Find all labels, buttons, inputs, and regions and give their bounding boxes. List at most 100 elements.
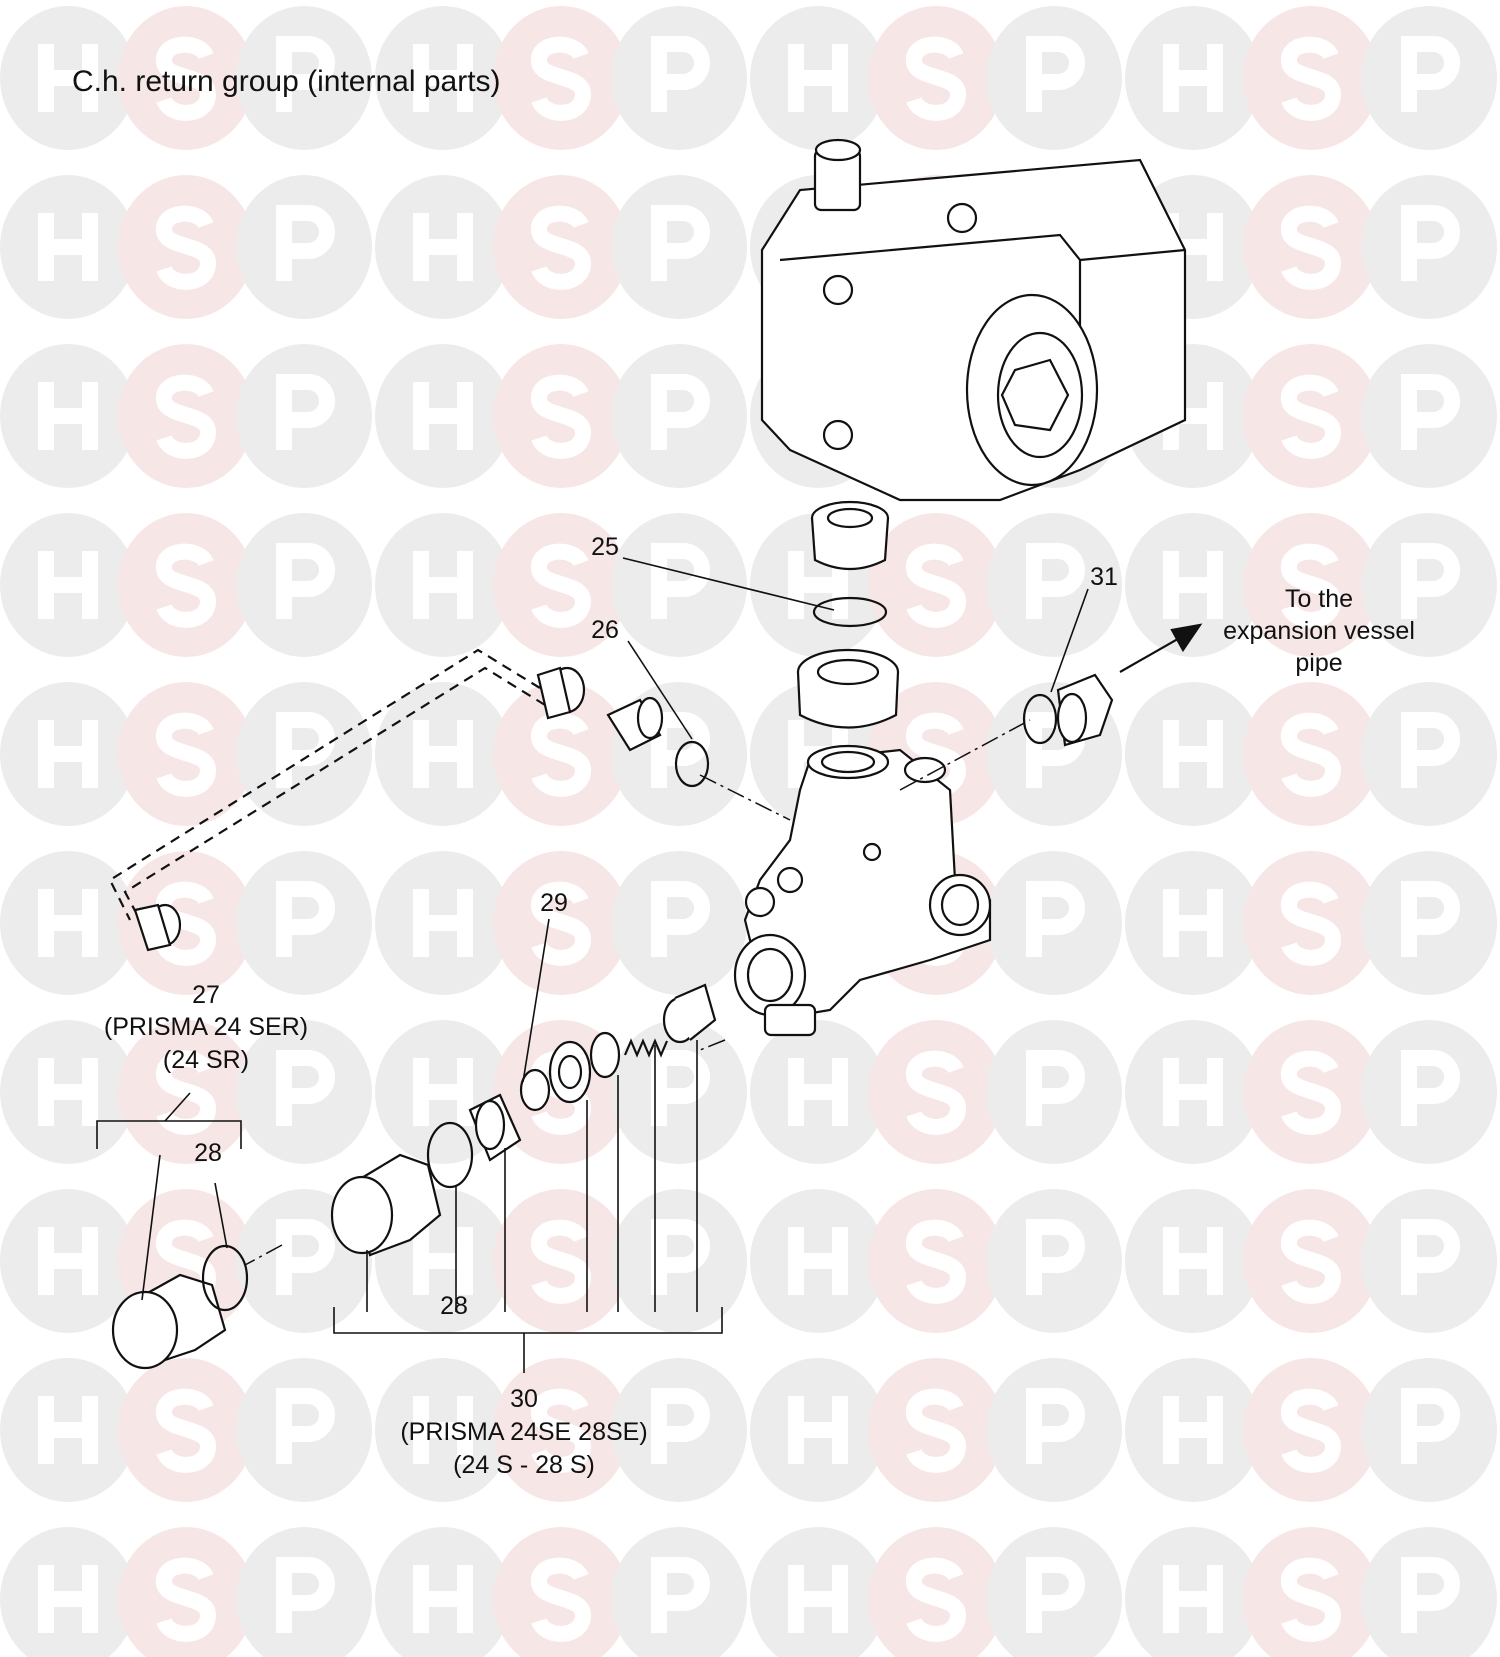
watermark-glyph-p-icon	[276, 36, 335, 112]
watermark-glyph-s-icon	[156, 881, 217, 966]
watermark-glyph-s-icon	[531, 374, 592, 459]
pipe-fittings	[133, 666, 664, 952]
watermark-glyph-p-icon	[1401, 712, 1460, 788]
watermark-glyph-s-icon	[156, 205, 217, 290]
watermark-glyph-h-icon	[1163, 720, 1223, 788]
o-ring-25	[812, 596, 888, 628]
watermark-glyph-h-icon	[788, 1058, 848, 1126]
watermark-glyph-s-icon	[1281, 543, 1342, 628]
watermark-glyph-s-icon	[531, 543, 592, 628]
watermark-glyph-s-icon	[531, 1219, 592, 1304]
return-valve-body	[733, 744, 992, 1037]
watermark-glyph-p-icon	[651, 36, 710, 112]
watermark-glyph-h-icon	[38, 213, 98, 281]
watermark-glyph-h-icon	[788, 1565, 848, 1633]
watermark-glyph-h-icon	[1163, 889, 1223, 957]
watermark-glyph-p-icon	[1401, 205, 1460, 281]
o-ring-26	[674, 740, 710, 788]
spring	[623, 1038, 669, 1058]
watermark-glyph-h-icon	[413, 213, 473, 281]
callout-31: 31	[1090, 563, 1118, 591]
watermark-glyph-s-icon	[156, 543, 217, 628]
callout-27: 27	[192, 981, 220, 1009]
watermark-glyph-p-icon	[1026, 881, 1085, 957]
watermark-glyph-p-icon	[651, 205, 710, 281]
o-ring-31	[1022, 693, 1058, 745]
watermark-glyph-s-icon	[1281, 881, 1342, 966]
callout-30: 30	[510, 1385, 538, 1413]
watermark-glyph-s-icon	[531, 1388, 592, 1473]
watermark-glyph-p-icon	[276, 1388, 335, 1464]
watermark-glyph-h-icon	[413, 44, 473, 112]
watermark-glyph-p-icon	[1026, 543, 1085, 619]
watermark-glyph-p-icon	[651, 374, 710, 450]
plug-30	[330, 1153, 442, 1257]
expansion-note-line1: To the	[1284, 585, 1354, 613]
watermark-glyph-h-icon	[413, 1396, 473, 1464]
watermark-glyph-s-icon	[1281, 1388, 1342, 1473]
watermark-glyph-s-icon	[1281, 1050, 1342, 1135]
watermark-glyph-s-icon	[906, 1388, 967, 1473]
watermark-glyph-s-icon	[1281, 374, 1342, 459]
plug-fitting-top	[810, 500, 890, 570]
watermark-glyph-p-icon	[276, 374, 335, 450]
leader-lines	[96, 557, 1089, 1373]
watermark-glyph-s-icon	[156, 36, 217, 121]
callout-30-model: (PRISMA 24SE 28SE)	[400, 1418, 648, 1446]
watermark-glyph-p-icon	[651, 712, 710, 788]
watermark-glyph-s-icon	[156, 1557, 217, 1642]
page-title: C.h. return group (internal parts)	[72, 65, 501, 98]
watermark-glyph-h-icon	[38, 889, 98, 957]
watermark-glyph-h-icon	[38, 720, 98, 788]
watermark-glyph-h-icon	[38, 1227, 98, 1295]
watermark-glyph-s-icon	[906, 543, 967, 628]
watermark-glyph-h-icon	[1163, 1227, 1223, 1295]
watermark-glyph-p-icon	[276, 205, 335, 281]
watermark-glyph-s-icon	[906, 36, 967, 121]
valve-cage	[662, 983, 717, 1044]
watermark-glyph-p-icon	[1401, 374, 1460, 450]
watermark-glyph-h-icon	[413, 720, 473, 788]
callout-27-variant: (24 SR)	[162, 1046, 250, 1074]
watermark-glyph-h-icon	[788, 1227, 848, 1295]
watermark-glyph-s-icon	[906, 1219, 967, 1304]
watermark-glyph-s-icon	[1281, 1557, 1342, 1642]
watermark-glyph-s-icon	[531, 881, 592, 966]
watermark-glyph-s-icon	[156, 712, 217, 797]
pump-body	[760, 138, 1187, 502]
watermark-glyph-h-icon	[413, 382, 473, 450]
watermark-glyph-p-icon	[276, 881, 335, 957]
watermark-glyph-h-icon	[1163, 1396, 1223, 1464]
watermark-glyph-h-icon	[413, 551, 473, 619]
watermark-glyph-h-icon	[413, 1058, 473, 1126]
watermark-glyph-p-icon	[276, 543, 335, 619]
watermark-glyph-p-icon	[276, 1557, 335, 1633]
watermark-circle	[611, 1527, 747, 1657]
valve-cap	[589, 1031, 621, 1079]
expansion-fitting	[1056, 673, 1114, 747]
watermark-glyph-s-icon	[531, 36, 592, 121]
callout-25: 25	[591, 533, 619, 561]
watermark-circle	[236, 1527, 372, 1657]
watermark-glyph-s-icon	[1281, 1219, 1342, 1304]
watermark-glyph-p-icon	[1401, 543, 1460, 619]
watermark-glyph-p-icon	[651, 1557, 710, 1633]
watermark-glyph-p-icon	[1026, 1388, 1085, 1464]
expansion-note-line3: pipe	[1295, 649, 1343, 677]
expansion-note-line2: expansion vessel	[1223, 617, 1415, 645]
watermark-glyph-h-icon	[413, 889, 473, 957]
watermark-glyph-p-icon	[651, 1050, 710, 1126]
callout-28-left: 28	[194, 1139, 222, 1167]
callout-30-variant: (24 S - 28 S)	[453, 1451, 595, 1479]
watermark-glyph-p-icon	[1401, 1557, 1460, 1633]
watermark-glyph-p-icon	[1026, 36, 1085, 112]
watermark-glyph-s-icon	[1281, 712, 1342, 797]
watermark-glyph-p-icon	[651, 1388, 710, 1464]
watermark-glyph-h-icon	[788, 44, 848, 112]
watermark-glyph-p-icon	[276, 712, 335, 788]
watermark-glyph-s-icon	[1281, 36, 1342, 121]
callout-28-mid: 28	[440, 1292, 468, 1320]
watermark-glyph-p-icon	[1026, 1219, 1085, 1295]
callout-26: 26	[591, 616, 619, 644]
